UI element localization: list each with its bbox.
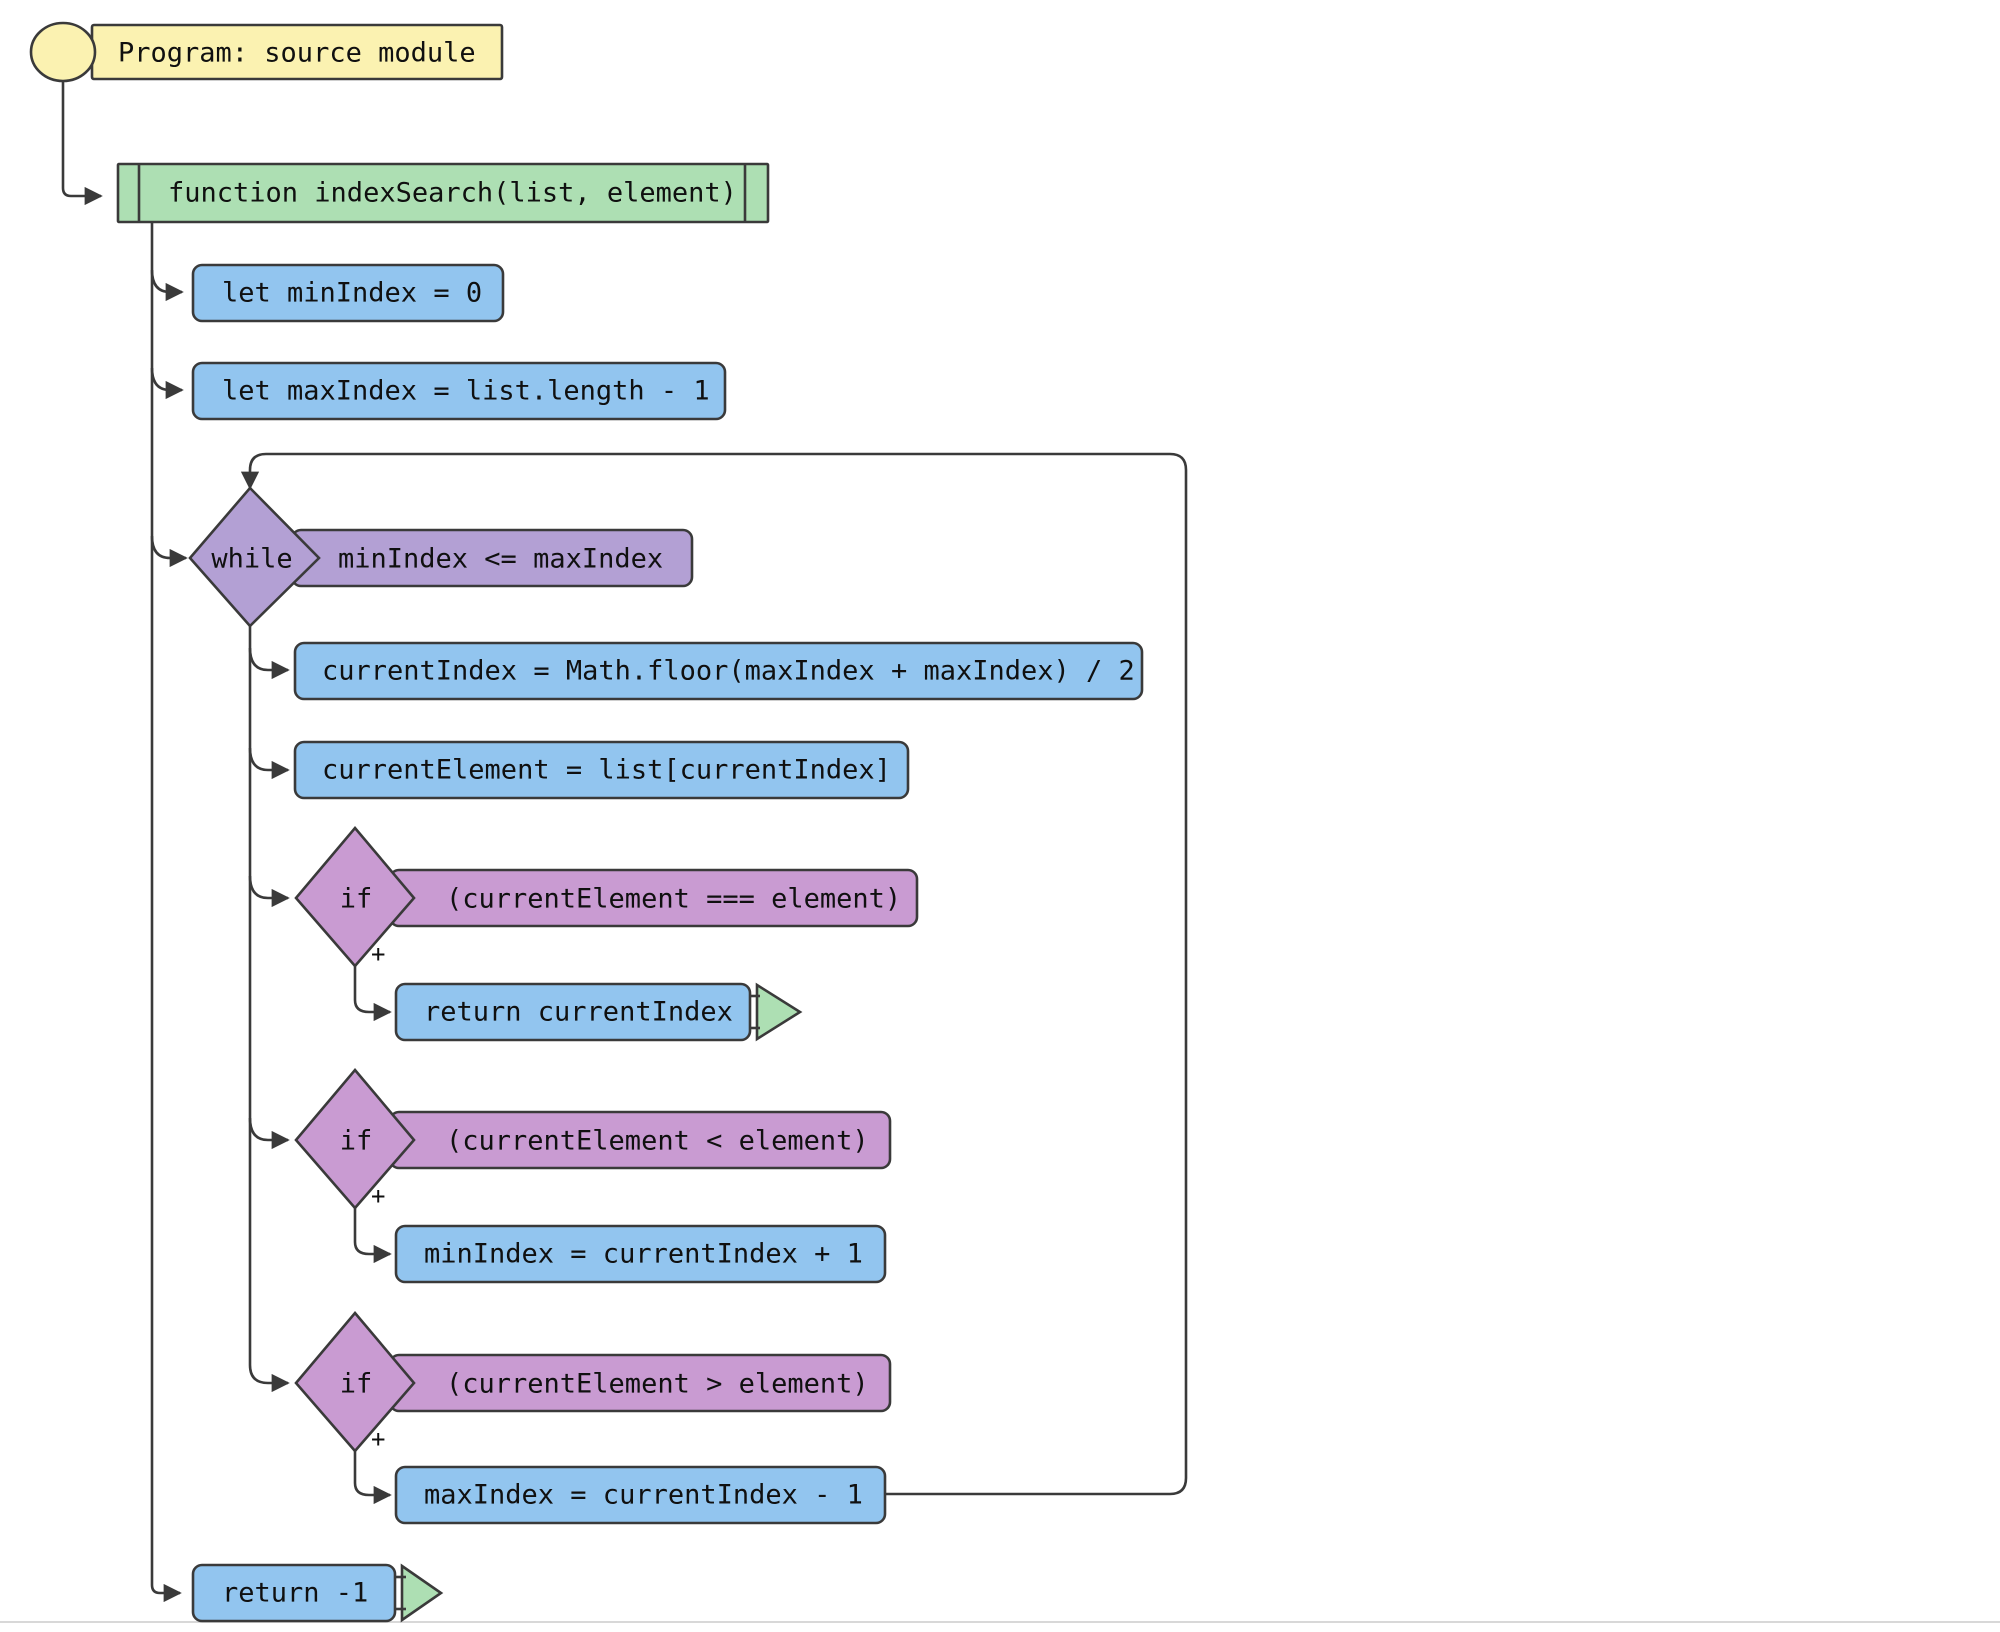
while-condition-label: minIndex <= maxIndex xyxy=(338,544,663,575)
while-diamond-icon xyxy=(188,486,321,628)
if-less-true-label: + xyxy=(371,1182,385,1210)
edge-while-to-if-equal xyxy=(248,875,290,908)
stmt-min-assign-label: minIndex = currentIndex + 1 xyxy=(424,1239,863,1270)
if-greater-true-label: + xyxy=(371,1425,385,1453)
stmt-current-element-label: currentElement = list[currentIndex] xyxy=(322,755,891,786)
node-stmt-min-index[interactable]: let minIndex = 0 xyxy=(191,263,505,323)
node-stmt-max-index[interactable]: let maxIndex = list.length - 1 xyxy=(191,361,727,421)
stmt-max-index-label: let maxIndex = list.length - 1 xyxy=(222,376,710,407)
node-stmt-return-current-index[interactable]: return currentIndex xyxy=(394,982,803,1042)
if-greater-keyword: if xyxy=(340,1369,373,1400)
stmt-return-current-index-box xyxy=(394,982,752,1042)
stmt-min-assign-box xyxy=(394,1224,887,1284)
return-exit-triangle-icon xyxy=(755,982,803,1042)
start-ellipse-icon xyxy=(29,21,97,83)
function-box xyxy=(116,162,770,224)
node-function[interactable]: function indexSearch(list, element) xyxy=(116,162,770,224)
while-keyword: while xyxy=(211,544,292,575)
if-greater-condition-label: (currentElement > element) xyxy=(446,1369,869,1400)
if-less-diamond-icon xyxy=(294,1067,416,1210)
if-less-condition-label: (currentElement < element) xyxy=(446,1126,869,1157)
edge-spine-to-while xyxy=(150,535,188,568)
edge-if-equal-true xyxy=(353,948,392,1022)
stmt-return-minus-one-box xyxy=(191,1563,397,1623)
edges-layer xyxy=(0,78,2000,1623)
node-if-equal[interactable]: if (currentElement === element) + xyxy=(294,825,919,968)
edge-spine-to-min-index xyxy=(150,269,184,302)
edge-spine-to-max-index xyxy=(150,367,184,400)
main-spine xyxy=(150,222,182,1603)
node-stmt-current-element[interactable]: currentElement = list[currentIndex] xyxy=(293,740,910,800)
stmt-return-minus-one-label: return -1 xyxy=(222,1578,368,1609)
node-stmt-max-assign[interactable]: maxIndex = currentIndex - 1 xyxy=(394,1465,887,1525)
start-label: Program: source module xyxy=(118,38,476,69)
node-start[interactable]: Program: source module xyxy=(29,21,504,83)
edge-start-to-function xyxy=(61,78,103,206)
node-if-greater[interactable]: if (currentElement > element) + xyxy=(294,1310,892,1453)
while-body-spine xyxy=(248,626,290,1393)
edge-while-to-current-element xyxy=(248,747,290,780)
stmt-max-index-box xyxy=(191,361,727,421)
node-stmt-return-minus-one[interactable]: return -1 xyxy=(191,1563,444,1623)
edge-loopback-to-while xyxy=(240,452,1188,1496)
edge-while-to-current-index xyxy=(248,647,290,680)
stmt-current-index-box xyxy=(293,641,1144,701)
node-if-less[interactable]: if (currentElement < element) + xyxy=(294,1067,892,1210)
edge-if-greater-true xyxy=(353,1433,392,1505)
stmt-current-element-box xyxy=(293,740,910,800)
if-equal-true-label: + xyxy=(371,940,385,968)
stmt-return-current-index-label: return currentIndex xyxy=(424,997,733,1028)
if-equal-diamond-icon xyxy=(294,825,416,968)
stmt-max-assign-box xyxy=(394,1465,887,1525)
stmt-max-assign-label: maxIndex = currentIndex - 1 xyxy=(424,1480,863,1511)
function-label: function indexSearch(list, element) xyxy=(168,178,737,209)
stmt-current-index-label: currentIndex = Math.floor(maxIndex + max… xyxy=(322,656,1135,687)
edge-if-less-true xyxy=(353,1190,392,1264)
if-equal-condition-label: (currentElement === element) xyxy=(446,884,901,915)
node-stmt-current-index[interactable]: currentIndex = Math.floor(maxIndex + max… xyxy=(293,641,1144,701)
if-equal-keyword: if xyxy=(340,884,373,915)
return-minus-one-exit-triangle-icon xyxy=(400,1563,444,1623)
edge-while-to-if-less xyxy=(248,1117,290,1150)
node-stmt-min-assign[interactable]: minIndex = currentIndex + 1 xyxy=(394,1224,887,1284)
stmt-min-index-box xyxy=(191,263,505,323)
if-less-keyword: if xyxy=(340,1126,373,1157)
stmt-min-index-label: let minIndex = 0 xyxy=(222,278,482,309)
node-while-loop[interactable]: while minIndex <= maxIndex xyxy=(188,486,694,628)
if-greater-diamond-icon xyxy=(294,1310,416,1453)
